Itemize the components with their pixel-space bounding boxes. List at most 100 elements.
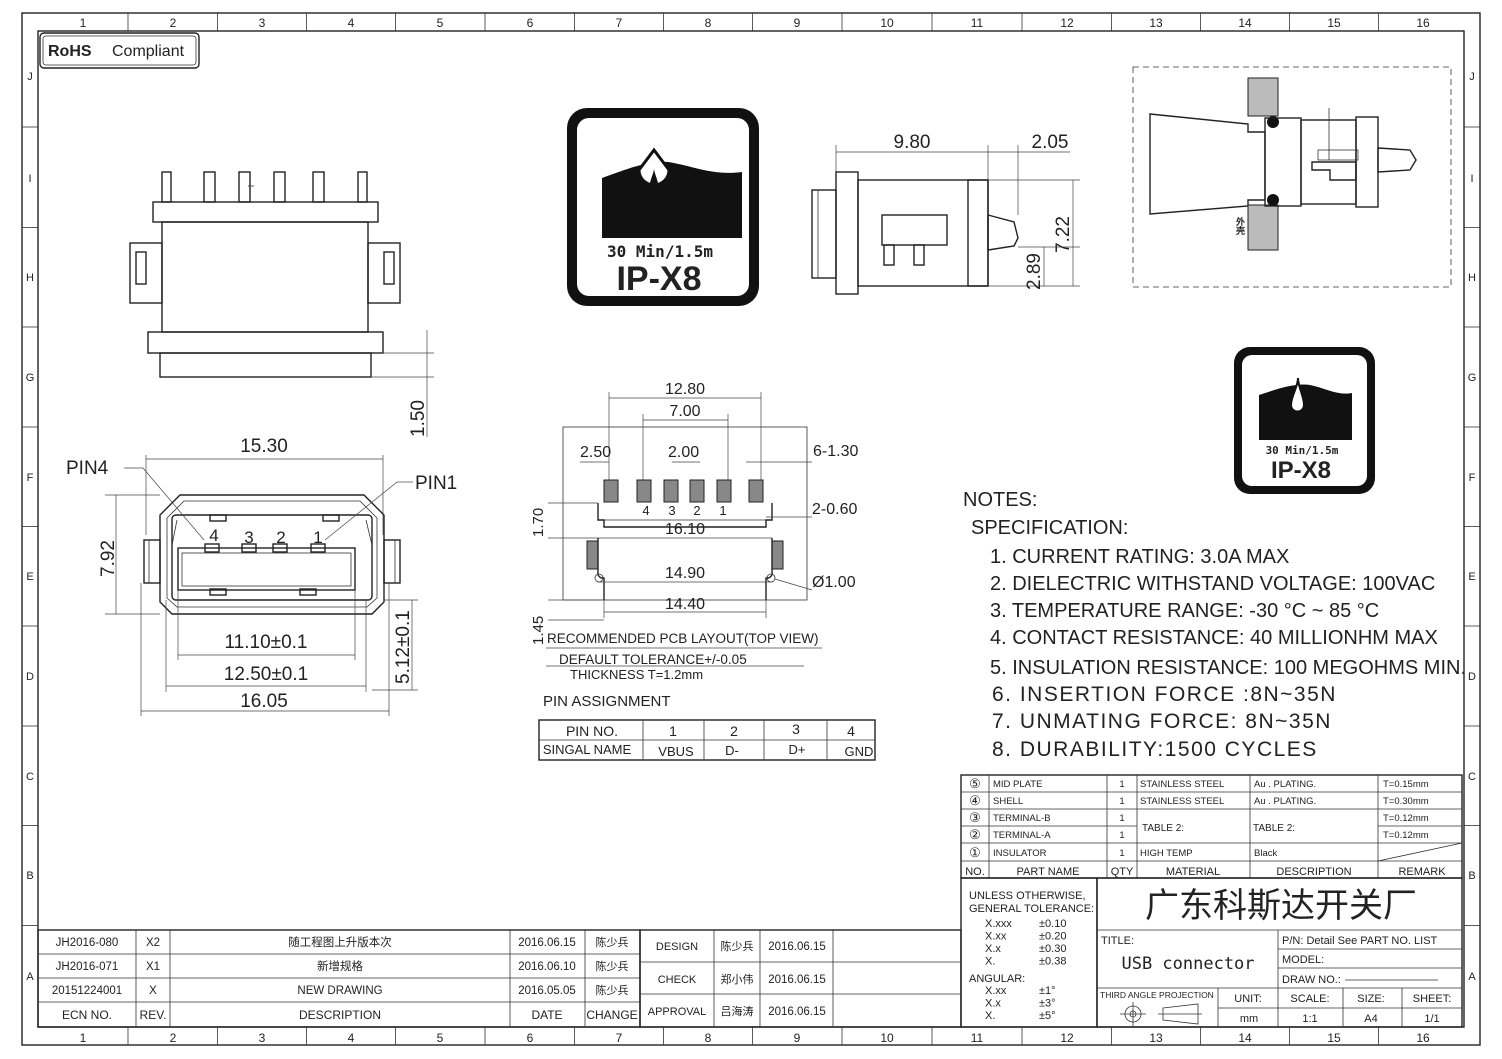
row-label-left: G — [26, 372, 35, 384]
tolerance-precision: X.xx — [985, 931, 1007, 943]
size-value: A4 — [1364, 1013, 1377, 1025]
col-label-bottom: 3 — [259, 1031, 266, 1045]
row-label-left: E — [26, 571, 33, 583]
tolerance-value: ±0.38 — [1039, 956, 1066, 968]
pin-row-4: GND — [845, 744, 874, 759]
col-label-bottom: 15 — [1327, 1031, 1341, 1045]
rev-rev: X2 — [146, 937, 160, 949]
title-label: TITLE: — [1101, 935, 1134, 947]
rev-ecn: JH2016-080 — [56, 937, 119, 949]
bom-remark: T=0.12mm — [1383, 813, 1429, 824]
col-label-top: 2 — [170, 16, 177, 30]
company-name: 广东科斯达开关厂 — [1145, 887, 1417, 925]
tolerance-precision: X.xxx — [985, 918, 1012, 930]
bom-header-qty: QTY — [1111, 866, 1134, 878]
projection-label: THIRD ANGLE PROJECTION — [1100, 990, 1214, 1000]
col-label-bottom: 8 — [705, 1031, 712, 1045]
dim-1-45: 1.45 — [530, 616, 547, 645]
pin-header-3: 3 — [792, 721, 800, 737]
note-2: 2. DIELECTRIC WITHSTAND VOLTAGE: 100VAC — [990, 573, 1435, 595]
row-label-left: A — [26, 971, 34, 983]
pin4-label: PIN4 — [66, 458, 109, 479]
pcb-pin-1: 1 — [719, 503, 726, 518]
bom-no: ④ — [969, 793, 981, 808]
scale-label: SCALE: — [1290, 993, 1329, 1005]
pin-header-4: 4 — [847, 723, 855, 739]
notes-title: NOTES: — [963, 489, 1037, 511]
pcb-title: RECOMMENDED PCB LAYOUT(TOP VIEW) — [547, 631, 819, 646]
front-pin-2: 2 — [276, 528, 285, 547]
rev-header-desc: DESCRIPTION — [299, 1008, 381, 1022]
bom-qty: 1 — [1119, 848, 1124, 859]
col-label-top: 9 — [794, 16, 801, 30]
bom-header-remark: REMARK — [1398, 866, 1446, 878]
col-label-bottom: 11 — [971, 1031, 984, 1045]
bom-part-name: MID PLATE — [993, 779, 1042, 790]
tolerance-precision: X.x — [985, 943, 1001, 955]
row-label-left: I — [28, 173, 31, 185]
row-label-right: A — [1468, 971, 1476, 983]
model-label: MODEL: — [1282, 954, 1324, 966]
bom-remark: T=0.30mm — [1383, 796, 1429, 807]
rev-rev: X1 — [146, 961, 160, 973]
size-label: SIZE: — [1357, 993, 1385, 1005]
angular-precision: X.x — [985, 998, 1001, 1010]
note-8: 8. DURABILITY:1500 CYCLES — [992, 738, 1318, 761]
approval-name: 郑小伟 — [721, 972, 754, 986]
dim-6-130: 6-1.30 — [813, 443, 858, 460]
dim-2-060: 2-0.60 — [812, 501, 857, 518]
row-label-left: D — [26, 671, 34, 683]
title-block: 广东科斯达开关厂 TITLE: USB connector P/N: Detai… — [1096, 877, 1463, 1028]
col-label-top: 5 — [437, 16, 444, 30]
dim-1-70: 1.70 — [530, 508, 547, 537]
rev-ecn: JH2016-071 — [56, 961, 119, 973]
bom-qty: 1 — [1119, 830, 1124, 841]
dim-16-10: 16.10 — [665, 521, 705, 538]
unit-label: UNIT: — [1234, 993, 1262, 1005]
approval-date: 2016.06.15 — [768, 1006, 826, 1018]
angular-value: ±3° — [1039, 998, 1056, 1010]
rev-header-date: DATE — [531, 1008, 562, 1022]
row-label-left: B — [26, 870, 33, 882]
bom-description: Black — [1254, 848, 1277, 859]
note-6: 6. INSERTION FORCE :8N~35N — [992, 683, 1337, 706]
col-label-top: 12 — [1060, 16, 1074, 30]
ip-badge-large-line2: IP-X8 — [616, 260, 701, 298]
col-label-bottom: 14 — [1238, 1031, 1252, 1045]
bom-part-name: SHELL — [993, 796, 1023, 807]
rev-rev: X — [149, 985, 157, 997]
tolerance-block: UNLESS OTHERWISE, GENERAL TOLERANCE: X.x… — [960, 877, 1098, 1028]
rev-description: NEW DRAWING — [297, 985, 382, 997]
dim-5-12: 5.12±0.1 — [393, 610, 414, 684]
drawno-label: DRAW NO.: — [1282, 974, 1341, 986]
dim-14-40: 14.40 — [665, 596, 705, 613]
top-view-drawing: 1.50 — [129, 171, 434, 437]
bom-no: ③ — [969, 810, 981, 825]
tolerance-precision: X. — [985, 956, 995, 968]
dim-7-92: 7.92 — [98, 540, 119, 577]
dim-12-50: 12.50±0.1 — [224, 664, 308, 685]
row-label-right: E — [1468, 571, 1475, 583]
ip-badge-small-line1: 30 Min/1.5m — [1266, 444, 1339, 457]
row-label-left: F — [27, 472, 34, 484]
bom-remark: T=0.15mm — [1383, 779, 1429, 790]
col-label-top: 14 — [1238, 16, 1252, 30]
bom-header-material: MATERIAL — [1166, 866, 1220, 878]
front-pin-4: 4 — [209, 526, 218, 545]
col-label-bottom: 1 — [80, 1031, 87, 1045]
sheet-value: 1/1 — [1424, 1013, 1439, 1025]
bom-qty: 1 — [1119, 796, 1124, 807]
approval-date: 2016.06.15 — [768, 941, 826, 953]
tolerance-angular-label: ANGULAR: — [969, 973, 1025, 985]
pin-row-3: D+ — [789, 742, 806, 757]
rev-header-change: CHANGE — [586, 1008, 637, 1022]
pin-row-label: SINGAL NAME — [543, 742, 632, 757]
rev-change: 陈少兵 — [596, 959, 629, 973]
row-label-right: D — [1468, 671, 1476, 683]
front-pin-1: 1 — [313, 528, 322, 547]
approval-role: DESIGN — [656, 941, 698, 953]
